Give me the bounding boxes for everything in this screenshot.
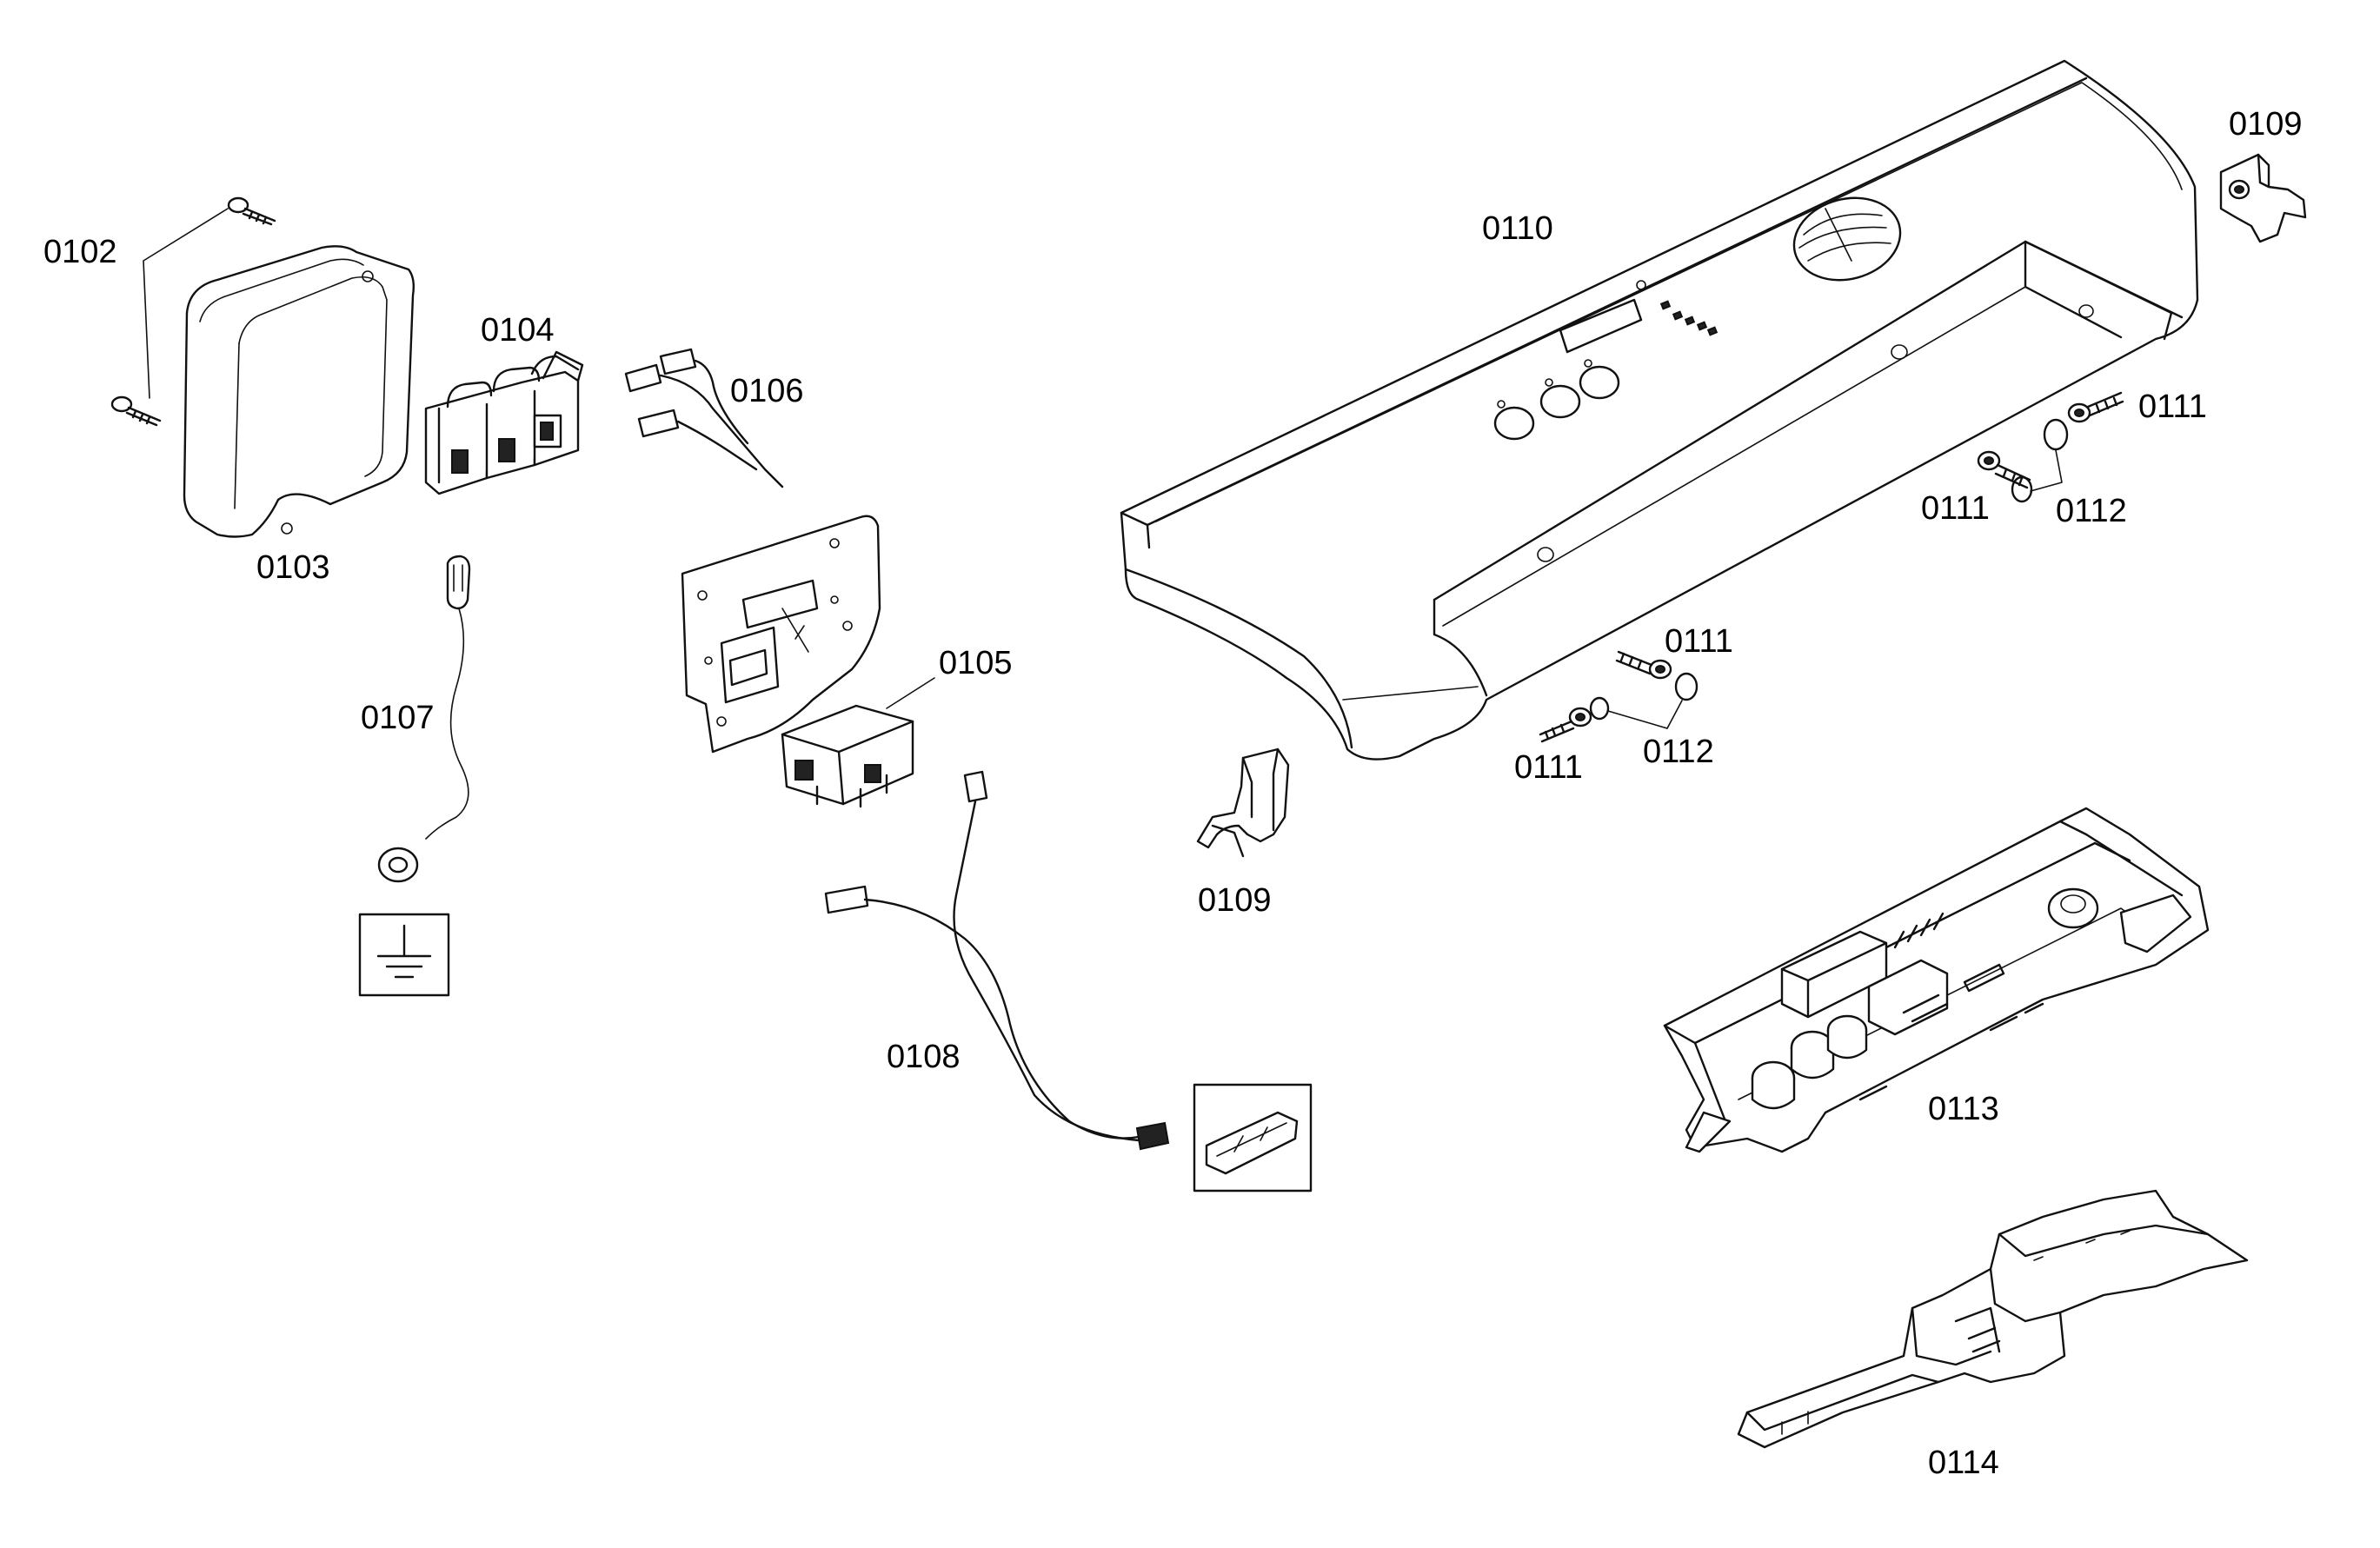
rotary-knob-icon bbox=[1792, 196, 1902, 282]
part-0106-connectors[interactable]: 0106 bbox=[624, 348, 804, 488]
part-0111-screw-a[interactable]: 0111 bbox=[2067, 389, 2207, 425]
label-0111-d: 0111 bbox=[1514, 749, 1583, 786]
label-0103: 0103 bbox=[256, 549, 330, 586]
part-0102-screws[interactable]: 0102 bbox=[43, 196, 276, 427]
part-0111-screw-d[interactable]: 0111 bbox=[1514, 707, 1592, 786]
label-0112-upper: 0112 bbox=[2056, 493, 2127, 529]
label-0110: 0110 bbox=[1482, 210, 1553, 247]
screw-icon bbox=[2067, 391, 2124, 423]
part-0108-harness[interactable]: 0108 bbox=[824, 770, 1170, 1151]
label-0108: 0108 bbox=[887, 1039, 961, 1075]
button-icon bbox=[1493, 400, 1535, 441]
part-0112-washers-lower[interactable]: 0112 bbox=[1589, 672, 1714, 770]
part-0104-switch[interactable]: 0104 bbox=[424, 312, 584, 495]
screw-icon bbox=[1539, 707, 1592, 743]
part-0109-clip-right[interactable]: 0109 bbox=[2219, 106, 2307, 243]
part-0105-relay[interactable]: 0105 bbox=[781, 645, 1013, 808]
part-0111-screw-c[interactable]: 0111 bbox=[1615, 623, 1733, 680]
label-0104: 0104 bbox=[481, 312, 555, 349]
label-0111-a: 0111 bbox=[2138, 389, 2207, 425]
ground-icon bbox=[358, 913, 450, 997]
part-0110-control-panel[interactable]: 0110 bbox=[1120, 59, 2199, 761]
label-0109-left: 0109 bbox=[1198, 882, 1272, 919]
label-0111-c: 0111 bbox=[1665, 623, 1733, 660]
label-0107: 0107 bbox=[361, 700, 435, 736]
part-0113-control-module[interactable]: 0113 bbox=[1663, 807, 2210, 1153]
screw-icon bbox=[110, 395, 162, 427]
part-0109-clip-left[interactable]: 0109 bbox=[1196, 747, 1290, 919]
leader-line bbox=[143, 208, 229, 399]
leader-line bbox=[1607, 700, 1683, 729]
part-0103-cover[interactable]: 0103 bbox=[183, 245, 416, 586]
capacitor-icon bbox=[1751, 1060, 1796, 1110]
harness-reference-inset bbox=[1193, 1083, 1313, 1193]
capacitor-icon bbox=[1826, 1014, 1868, 1060]
label-0109-right: 0109 bbox=[2229, 106, 2303, 143]
screw-icon bbox=[1977, 450, 2031, 489]
control-mounting-plate[interactable] bbox=[681, 515, 881, 754]
part-0112-washers-upper[interactable]: 0112 bbox=[2011, 418, 2127, 529]
screw-icon bbox=[1615, 650, 1672, 680]
label-0105: 0105 bbox=[939, 645, 1013, 681]
part-0107-earth-wire[interactable]: 0107 bbox=[361, 555, 471, 883]
part-0111-screw-b[interactable]: 0111 bbox=[1921, 450, 2031, 527]
label-0111-b: 0111 bbox=[1921, 490, 1990, 527]
button-icon bbox=[1539, 378, 1581, 419]
label-0113: 0113 bbox=[1928, 1091, 1999, 1127]
screw-icon bbox=[227, 196, 276, 226]
part-0114-bracket[interactable]: 0114 bbox=[1737, 1189, 2249, 1481]
label-0102: 0102 bbox=[43, 234, 117, 270]
leader-line bbox=[2030, 449, 2063, 492]
button-icon bbox=[1579, 359, 1620, 400]
label-0114: 0114 bbox=[1928, 1445, 1999, 1481]
label-0106: 0106 bbox=[730, 373, 804, 409]
label-0112-lower: 0112 bbox=[1643, 734, 1714, 770]
